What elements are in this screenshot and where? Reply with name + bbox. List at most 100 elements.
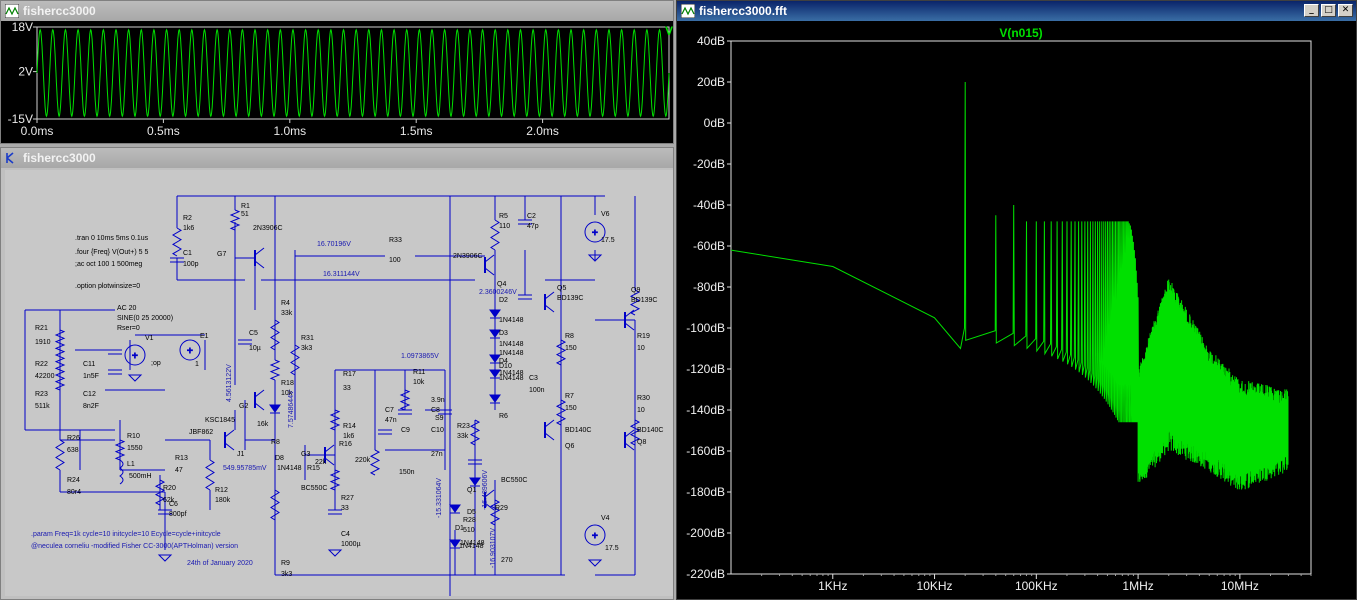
resistor [399,389,411,411]
close-button[interactable]: ✕ [1338,4,1353,17]
transistor-leg [484,267,495,276]
schematic-titlebar[interactable]: fishercc3000 [1,148,673,168]
schematic-label: @neculea corneliu -modified Fisher CC-30… [31,543,238,550]
schematic-label: 1N4148 [499,375,524,382]
schematic-label: S9 [435,415,444,422]
schematic-label: R7 [565,393,574,400]
schematic-label: R33 [389,237,402,244]
resistor [269,359,281,381]
transient-y-tick-label: 2V [18,65,33,79]
resistor [114,439,126,461]
diode [489,309,501,318]
schematic-label: R1 [241,203,250,210]
transient-titlebar[interactable]: fishercc3000 [1,1,673,21]
fft-y-tick-label: -160dB [686,444,725,458]
schematic-label: 10 [637,407,645,414]
schematic-label: C8 [431,407,440,414]
schematic-label: 638 [67,447,79,454]
schematic-label: JBF862 [189,429,213,436]
schematic-label: 1550 [127,445,143,452]
schematic-label: 10k [413,379,425,386]
schematic-label: R2 [183,215,192,222]
schematic-label: 2N3906C [453,253,483,260]
schematic-label: 800pf [169,511,187,518]
diode [469,477,481,486]
fft-y-tick-label: -60dB [693,239,725,253]
schematic-label: C12 [83,391,96,398]
schematic-label: 110 [499,223,510,230]
schematic-label: 33k [457,433,469,440]
resistor [329,469,341,491]
fft-y-tick-label: 0dB [704,116,725,130]
transient-x-tick-label: 1.5ms [400,124,433,138]
diode [489,329,501,338]
schematic-label: R11 [413,369,425,376]
schematic-label: 51 [241,211,249,218]
schematic-label: 47n [385,417,397,424]
transistor-leg [254,247,265,256]
schematic-label: 33k [281,310,293,317]
schematic-label: G2 [239,403,248,410]
fft-titlebar[interactable]: fishercc3000.fft _ □ ✕ [677,1,1356,21]
schematic-label: D3 [499,330,508,337]
transistor-leg [624,322,635,331]
fft-x-tick-label: 100KHz [1015,579,1058,593]
schematic-label: .four {Freq} V(Out+) 5 5 [75,249,148,256]
transistor-leg [224,442,235,451]
schematic-label: 1N4148 [277,465,302,472]
transistor-leg [544,419,555,428]
resistor [55,439,65,471]
minimize-button[interactable]: _ [1304,4,1319,17]
schematic-icon [5,151,19,165]
transistor-leg [624,309,635,318]
schematic-label: -15.331064V [436,478,443,518]
schematic-label: 2N3906C [253,225,283,232]
resistor [54,369,66,391]
schematic-label: R9 [281,560,290,567]
schematic-label: 7.5748644V [288,390,295,428]
fft-y-tick-label: -140dB [686,403,725,417]
schematic-label: 1k6 [183,225,194,232]
resistor [205,459,215,491]
schematic-label: 47p [527,223,539,230]
schematic-label: C5 [249,330,258,337]
fft-title: fishercc3000.fft [699,4,788,18]
fft-y-tick-label: -180dB [686,485,725,499]
schematic-label: -16.903107V [490,528,497,568]
schematic-label: R6 [499,413,508,420]
voltage-source [584,524,606,546]
ground-symbol [327,549,343,557]
schematic-label: R28 [463,517,476,524]
transient-x-tick-label: 2.0ms [526,124,559,138]
fft-plot[interactable]: 40dB20dB0dB-20dB-40dB-60dB-80dB-100dB-12… [677,21,1356,599]
schematic-label: Q9 [631,287,640,294]
schematic-label: .tran 0 10ms 5ms 0.1us [75,235,149,242]
schematic-label: C1 [183,250,192,257]
schematic-label: C6 [169,501,178,508]
transistor-leg [254,260,265,269]
schematic-label: D8 [275,455,284,462]
resistor [154,479,166,506]
schematic-label: D1 [455,525,464,532]
schematic-label: R10 [127,433,140,440]
schematic-label: J1 [237,451,245,458]
schematic-label: R20 [163,485,176,492]
schematic-label: 17.5 [605,545,619,552]
diode [489,369,501,378]
schematic-label: R14 [343,423,356,430]
transistor-leg [324,457,335,466]
diode [489,354,501,363]
schematic-label: -16.489606V [482,470,489,510]
transistor-leg [544,291,555,300]
schematic-label: 150n [399,469,415,476]
schematic-label: SINE(0 25 20000) [117,315,173,322]
maximize-button[interactable]: □ [1321,4,1336,17]
voltage-source [124,344,146,366]
schematic-label: R23 [35,391,48,398]
schematic-label: 8n2F [83,403,99,410]
